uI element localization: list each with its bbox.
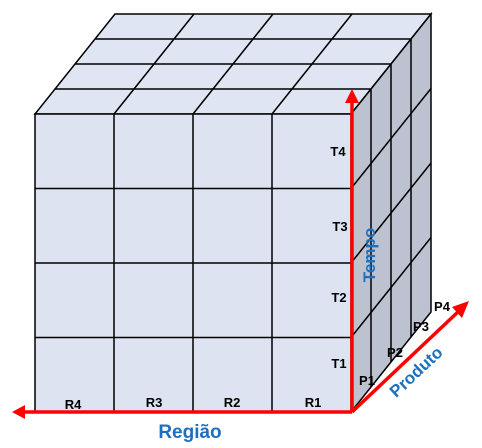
regiao-label-r4: R4: [65, 397, 82, 412]
produto-labels: P1 P2 P3 P4: [359, 299, 451, 388]
produto-label-p1: P1: [359, 373, 375, 388]
front-face: [34, 113, 352, 413]
produto-axis-arrowhead: [452, 301, 469, 318]
tempo-label-t1: T1: [331, 356, 346, 371]
regiao-label-r1: R1: [305, 395, 322, 410]
side-grid-hline: [350, 237, 432, 338]
axis-arrows: [12, 89, 469, 419]
regiao-axis-arrowhead: [12, 405, 25, 419]
produto-label-p2: P2: [387, 345, 403, 360]
tempo-axis-title: Tempo: [360, 228, 379, 282]
top-face-grid: [55, 13, 411, 115]
front-face-grid: [35, 114, 351, 412]
produto-axis-line: [350, 308, 462, 414]
side-face-grid: [350, 39, 432, 387]
regiao-label-r3: R3: [146, 395, 163, 410]
tempo-label-t3: T3: [332, 219, 347, 234]
tempo-label-t4: T4: [330, 144, 346, 159]
produto-label-p4: P4: [434, 299, 451, 314]
side-grid-hline: [350, 162, 432, 264]
produto-label-p3: P3: [413, 319, 429, 334]
regiao-label-r2: R2: [224, 395, 241, 410]
regiao-axis-title: Região: [158, 422, 221, 443]
tempo-label-t2: T2: [331, 290, 346, 305]
tempo-labels: T4 T3 T2 T1: [330, 144, 347, 371]
regiao-labels: R4 R3 R2 R1: [65, 395, 322, 412]
top-grid-depth-line: [271, 13, 353, 115]
tempo-axis-arrowhead: [345, 89, 359, 103]
